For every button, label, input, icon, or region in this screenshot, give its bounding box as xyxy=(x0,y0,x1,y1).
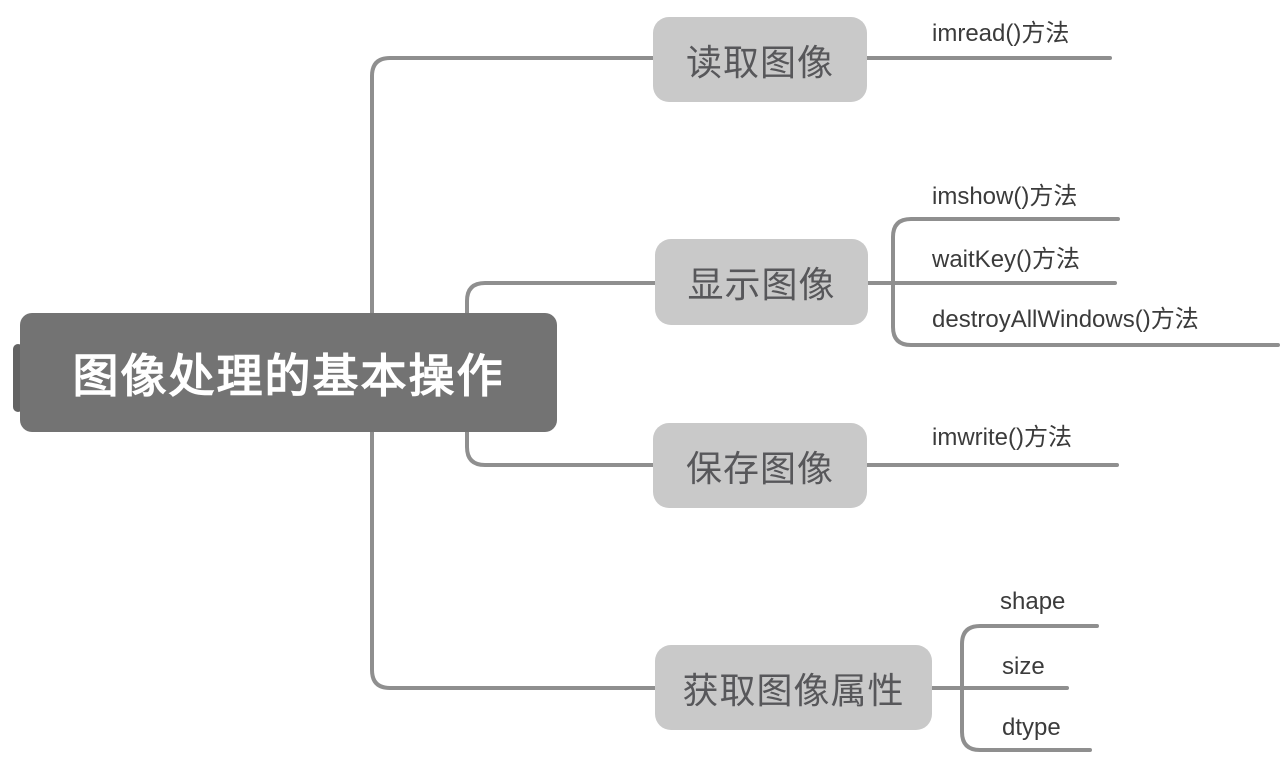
leaf-node-dtype-attribute[interactable]: dtype xyxy=(1002,714,1061,741)
connector-root-to-branch-2 xyxy=(465,281,657,317)
root-node-left-tab xyxy=(13,344,23,412)
leaf-node-imwrite-method[interactable]: imwrite()方法 xyxy=(932,424,1072,451)
branch-node-save-image[interactable]: 保存图像 xyxy=(653,423,867,508)
leaf-node-size-attribute[interactable]: size xyxy=(1002,653,1045,680)
leaf-node-imread-method[interactable]: imread()方法 xyxy=(932,20,1070,47)
leaf-node-destroyallwindows-method[interactable]: destroyAllWindows()方法 xyxy=(932,306,1199,333)
branch-node-label: 获取图像属性 xyxy=(682,669,905,711)
leaf-node-imshow-method[interactable]: imshow()方法 xyxy=(932,183,1078,210)
connector-root-to-branch-4 xyxy=(370,428,657,690)
bracket-branch-2 xyxy=(891,217,1280,347)
bracket-branch-4 xyxy=(960,624,1099,752)
branch-node-label: 保存图像 xyxy=(685,447,834,489)
root-node-label: 图像处理的基本操作 xyxy=(72,349,505,402)
root-node[interactable]: 图像处理的基本操作 xyxy=(20,313,557,432)
branch-node-label: 显示图像 xyxy=(687,264,836,305)
branch-node-label: 读取图像 xyxy=(685,41,834,83)
branch-node-show-image[interactable]: 显示图像 xyxy=(655,239,868,325)
leaf-node-shape-attribute[interactable]: shape xyxy=(1000,588,1066,615)
leaf-node-waitkey-method[interactable]: waitKey()方法 xyxy=(932,246,1081,273)
branch-node-get-image-attributes[interactable]: 获取图像属性 xyxy=(655,645,932,730)
branch-node-read-image[interactable]: 读取图像 xyxy=(653,17,867,102)
connector-root-to-branch-3 xyxy=(465,428,655,467)
connector-root-to-branch-1 xyxy=(370,56,655,317)
